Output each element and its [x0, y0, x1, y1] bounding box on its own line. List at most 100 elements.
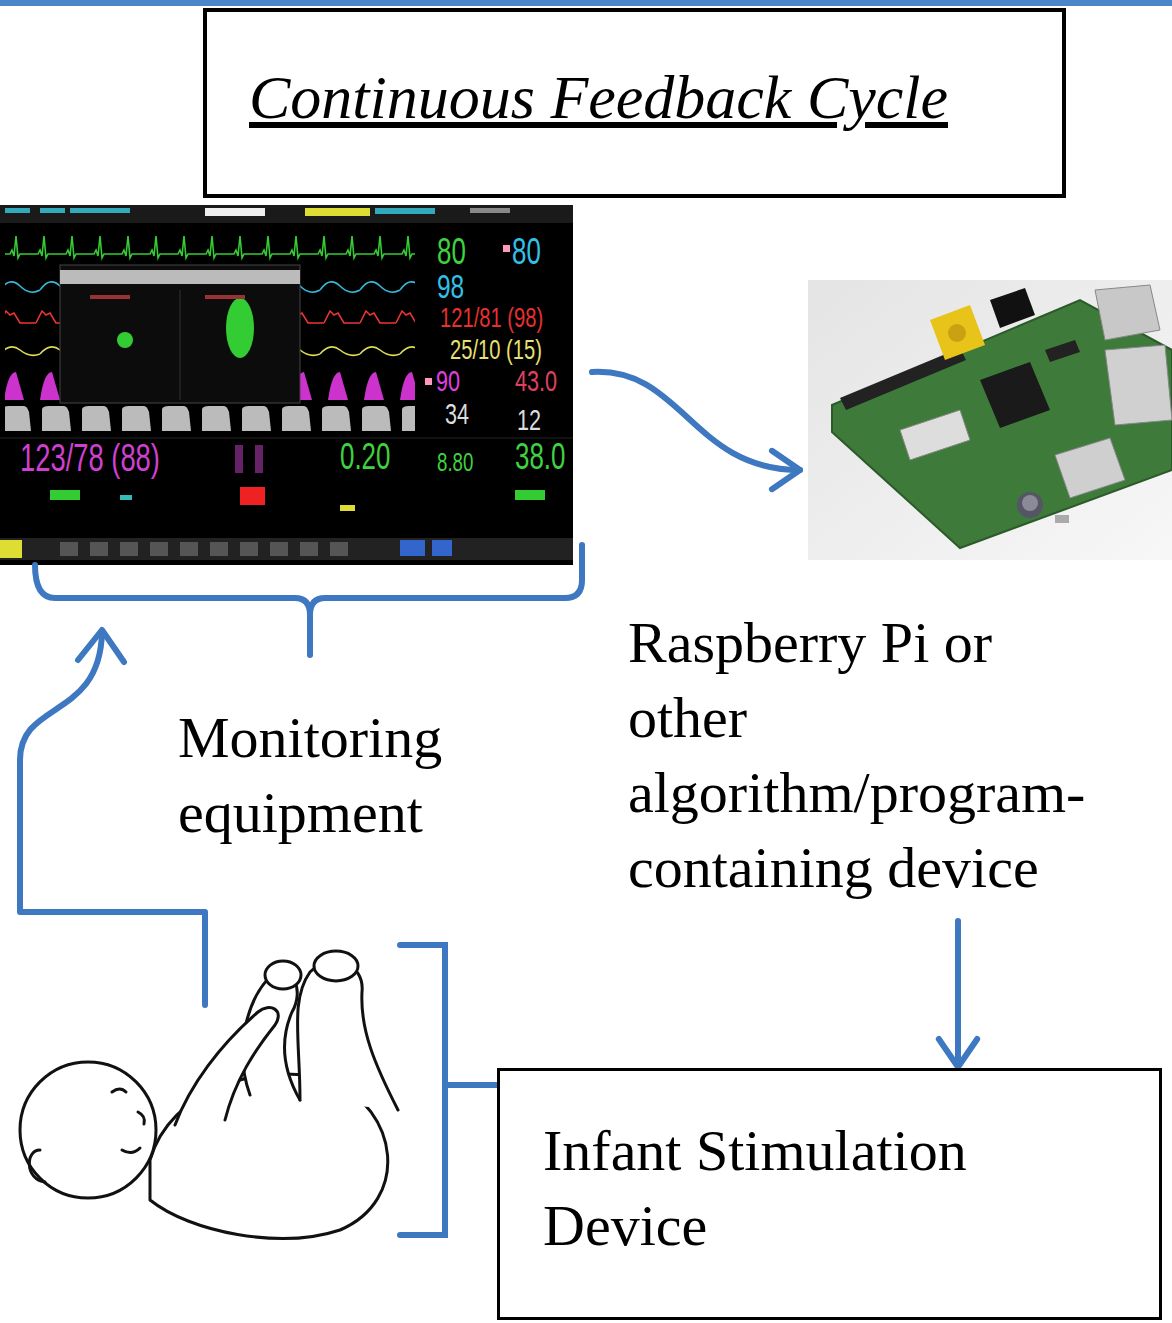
patient-monitor-part — [375, 208, 435, 214]
patient-monitor-part — [270, 542, 288, 556]
device-group: Raspberry Pi or other algorithm/program-… — [620, 280, 1172, 915]
monitor-reading: 121/81 (98) — [440, 304, 543, 332]
infant-drawing-part — [122, 1148, 140, 1153]
flow-arrow — [592, 372, 800, 489]
arrow-head — [772, 451, 800, 489]
patient-monitor-part — [240, 487, 265, 505]
patient-monitor-part — [5, 272, 60, 298]
top-bar — [0, 0, 1172, 6]
process-box: Infant Stimulation Device — [497, 1068, 1162, 1320]
infant-drawing-part — [112, 1089, 126, 1092]
patient-monitor-part — [300, 338, 415, 362]
patient-monitor-part — [120, 495, 132, 500]
infant-drawing — [20, 951, 398, 1238]
monitor-bracket — [35, 545, 582, 655]
infant-drawing-part — [29, 1150, 45, 1182]
patient-monitor-part — [255, 445, 263, 473]
patient-monitor-part — [330, 542, 348, 556]
raspberry-pi-photo-part — [808, 280, 1172, 560]
monitor-reading: 98 — [437, 269, 464, 303]
monitor-reading: 90 — [436, 366, 460, 396]
patient-monitor-part — [300, 272, 415, 298]
feedback-arrow-part — [78, 630, 124, 662]
title-text: Continuous Feedback Cycle — [207, 12, 1062, 135]
monitor-reading: 80 — [512, 234, 541, 270]
patient-monitor-part — [150, 542, 168, 556]
monitor-reading: 8.80 — [437, 449, 473, 475]
patient-monitor-part — [40, 208, 65, 213]
raspberry-pi-photo-part — [900, 410, 970, 460]
patient-monitor-part — [5, 368, 60, 400]
patient-monitor-part — [60, 265, 300, 403]
patient-monitor-part — [300, 542, 318, 556]
infant-bracket-part — [400, 945, 497, 1235]
patient-monitor-part — [5, 208, 30, 213]
node-label: Raspberry Pi or other algorithm/program-… — [628, 605, 1103, 905]
arrow-line — [592, 372, 800, 470]
infant-drawing-part — [138, 1112, 144, 1124]
patient-monitor-part — [50, 490, 80, 500]
raspberry-pi-photo-part — [948, 324, 966, 342]
node-label: Infant Stimulation Device — [543, 1113, 1063, 1263]
patient-monitor-part — [235, 445, 243, 473]
infant-drawing-part — [298, 962, 399, 1110]
patient-monitor-part — [60, 542, 78, 556]
raspberry-pi-photo-part — [1055, 438, 1125, 498]
patient-monitor-part — [90, 295, 130, 299]
raspberry-pi-photo-part — [1017, 492, 1043, 518]
monitor-reading: 38.0 — [515, 439, 565, 475]
arrow-head — [939, 1039, 977, 1067]
patient-monitor-part — [240, 542, 258, 556]
raspberry-pi-photo-part — [1095, 285, 1160, 340]
patient-monitor-part — [503, 245, 510, 252]
patient-monitor-part — [340, 505, 355, 511]
raspberry-pi-photo — [808, 280, 1172, 560]
patient-monitor-part — [5, 305, 60, 330]
patient-monitor-part — [515, 490, 545, 500]
patient-monitor-part — [0, 538, 573, 560]
patient-monitor-part — [300, 368, 415, 400]
patient-monitor-part — [180, 542, 198, 556]
patient-monitor-part — [5, 404, 415, 432]
patient-monitor-part — [305, 208, 370, 216]
monitor-reading: 0.20 — [340, 439, 390, 475]
node-label: Monitoring equipment — [178, 700, 508, 850]
arrow-line — [955, 921, 961, 1067]
patient-monitor-part — [0, 540, 22, 558]
patient-monitor-part — [70, 208, 130, 213]
infant-drawing-part — [314, 951, 358, 981]
patient-monitor-part — [400, 540, 425, 556]
infant-drawing-part — [265, 961, 301, 989]
patient-monitor-part — [90, 542, 108, 556]
patient-monitor-part — [210, 542, 228, 556]
patient-monitor-part — [5, 232, 415, 262]
feedback-arrow — [20, 630, 205, 1005]
patient-monitor-part — [120, 542, 138, 556]
raspberry-pi-photo-part — [1022, 495, 1038, 511]
patient-monitor-part — [5, 338, 60, 362]
patient-monitor-part — [300, 305, 415, 330]
monitor-reading: 25/10 (15) — [450, 336, 542, 364]
monitor-reading: 12 — [517, 405, 541, 435]
infant-drawing-part — [175, 1008, 278, 1125]
title-box: Continuous Feedback Cycle — [203, 8, 1066, 198]
infant-bracket — [400, 945, 497, 1235]
raspberry-pi-photo-part — [930, 305, 985, 360]
flow-arrow — [939, 921, 977, 1067]
patient-monitor-part — [180, 290, 181, 400]
raspberry-pi-photo-part — [1055, 515, 1069, 523]
patient-monitor-part — [0, 205, 573, 565]
monitor-bracket-part — [35, 545, 582, 655]
patient-monitor-part — [117, 332, 133, 348]
raspberry-pi-photo-part — [1045, 340, 1080, 362]
patient-monitor-part — [205, 295, 245, 299]
raspberry-pi-photo-part — [980, 362, 1050, 428]
infant-drawing-part — [20, 1062, 156, 1198]
patient-monitor-part — [470, 208, 510, 213]
patient-monitor — [0, 205, 573, 565]
raspberry-pi-photo-part — [990, 288, 1035, 328]
patient-monitor-part — [226, 298, 254, 358]
patient-monitor-part — [432, 540, 452, 556]
monitor-reading: 80 — [437, 234, 466, 270]
patient-monitor-part — [425, 378, 432, 385]
